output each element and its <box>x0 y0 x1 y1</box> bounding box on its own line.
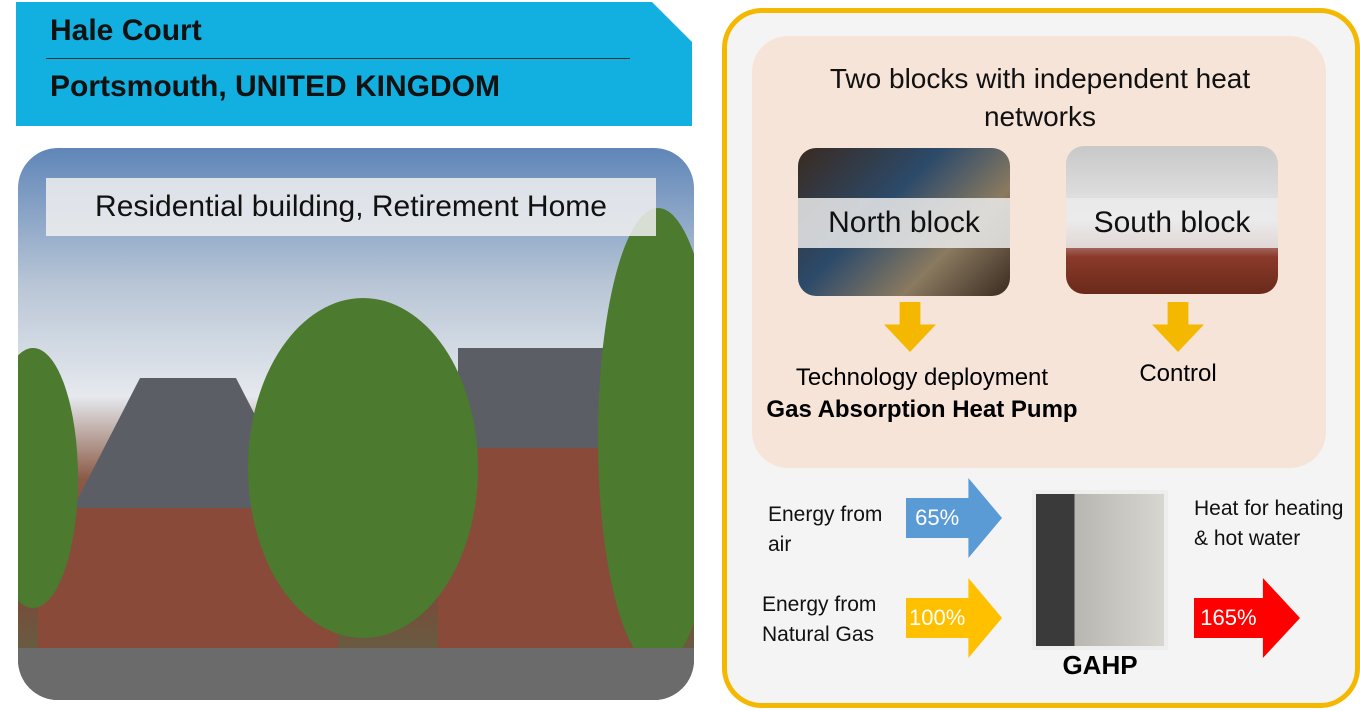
heat-output-label: Heat for heating & hot water <box>1194 497 1344 550</box>
photo-caption: Residential building, Retirement Home <box>46 178 656 236</box>
north-outcome: Technology deployment <box>795 364 1049 391</box>
south-block-label: South block <box>1066 198 1278 248</box>
site-location: Portsmouth, UNITED KINGDOM <box>50 70 500 103</box>
heat-percent: 165% <box>1200 605 1257 630</box>
gahp-label: GAHP <box>1062 650 1138 680</box>
title-banner: Hale Court Portsmouth, UNITED KINGDOM <box>16 2 692 126</box>
south-outcome: Control <box>1139 360 1217 387</box>
building-photo <box>18 148 694 700</box>
energy-air-label: Energy from air <box>768 503 883 556</box>
technology-name: Gas Absorption Heat Pump <box>766 396 1078 423</box>
divider <box>46 58 630 59</box>
air-percent: 65% <box>915 505 960 530</box>
networks-heading: Two blocks with independent heat network… <box>829 63 1251 132</box>
site-name: Hale Court <box>50 14 202 47</box>
gahp-unit-image <box>1032 490 1168 650</box>
gas-percent: 100% <box>909 605 966 630</box>
energy-gas-label: Energy from Natural Gas <box>762 593 877 646</box>
north-block-label: North block <box>798 198 1010 248</box>
